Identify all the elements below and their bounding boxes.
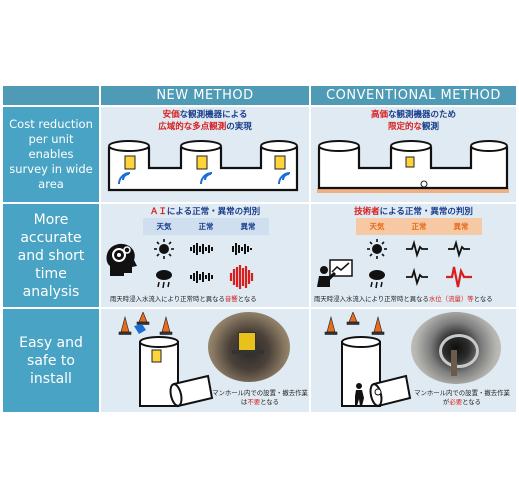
manhole-network-new	[107, 140, 299, 192]
analysis-new-ai: ＡＩ	[149, 207, 167, 217]
analysis-conv-table: 天気 正常 異常	[356, 218, 482, 235]
analysis-new-note-acoustic: 音響	[224, 295, 238, 303]
row-label-install: Easy and safe to install	[3, 309, 99, 412]
rain-icon	[156, 270, 172, 289]
sensor-icon	[405, 156, 428, 188]
col-abnormal-conv: 異常	[440, 218, 482, 235]
install-conv-note-line2-a: が	[442, 398, 450, 406]
col-weather-conv: 天気	[356, 218, 398, 235]
col-normal-new: 正常	[185, 218, 227, 235]
install-new-illustration	[118, 312, 214, 408]
analysis-conv-title-rest: による正常・異常の判別	[379, 207, 473, 217]
row-label-cost: Cost reduction per unit enables survey i…	[3, 107, 99, 202]
waveform-icon	[190, 243, 252, 283]
cost-conv-line1-rest: な観測機器のため	[388, 110, 457, 120]
cost-conv-line2-rest: 観測	[422, 122, 440, 132]
ai-head-icon	[106, 243, 137, 276]
cost-new-line2-rest: の実現	[226, 122, 252, 132]
sensor-icon	[124, 155, 286, 170]
manhole-network-conv	[317, 140, 509, 193]
analysis-new-grid-icons	[154, 239, 254, 289]
analysis-conv-note: 雨天時浸入水流入により正常時と異なる水位（流量）等となる	[314, 294, 493, 303]
header-new-method: NEW METHOD	[101, 86, 309, 105]
cost-conv-limited: 限定的な	[387, 122, 422, 132]
analysis-conv-note-a: 雨天時浸入水流入により正常時と異なる	[314, 295, 429, 303]
analysis-new-table: 天気 正常 異常	[143, 218, 269, 235]
worker-icon	[355, 383, 364, 406]
install-new-photo	[208, 312, 290, 382]
analysis-conv-engineer: 技術者	[354, 207, 380, 217]
install-conv-note-necessary: 必要	[449, 398, 463, 406]
cone-icon	[118, 312, 173, 335]
cost-new-line1-rest: な観測機器による	[179, 110, 248, 120]
analysis-conv-title: 技術者による正常・異常の判別	[311, 205, 516, 217]
pipe-icon	[169, 374, 214, 408]
install-conv-illustration	[324, 312, 412, 408]
row-label-analysis-text: More accurate and short time analysis	[17, 211, 85, 300]
sun-icon	[154, 239, 174, 259]
install-conv-note: マンホール内での設置・撤去作業 が必要となる	[412, 388, 512, 406]
analysis-new-title-rest: による正常・異常の判別	[166, 207, 261, 217]
analysis-conv-note-level: 水位（流量）等	[428, 295, 474, 303]
analysis-conv-grid-icons	[367, 239, 472, 289]
waveform-icon	[406, 239, 470, 287]
header-corner	[3, 86, 99, 105]
col-abnormal-new: 異常	[227, 218, 269, 235]
cost-conv-caption-2: 限定的な観測	[311, 120, 516, 132]
cost-new-multipoint: 広域的な多点観測	[158, 122, 227, 132]
analysis-new-title: ＡＩによる正常・異常の判別	[101, 205, 309, 217]
cost-new-caption-2: 広域的な多点観測の実現	[101, 120, 309, 132]
engineer-icon	[317, 259, 353, 287]
install-new-note-line2-a: は	[240, 398, 248, 406]
analysis-new-note-c: となる	[237, 295, 257, 303]
analysis-new-note: 雨天時浸入水流入により正常時と異なる音響となる	[110, 294, 257, 303]
cone-icon	[324, 312, 385, 335]
install-conv-photo	[411, 312, 501, 384]
sun-icon	[367, 239, 387, 259]
header-conventional-method: CONVENTIONAL METHOD	[311, 86, 516, 105]
row-label-install-text: Easy and safe to install	[19, 334, 83, 387]
install-conv-note-line1: マンホール内での設置・撤去作業	[414, 389, 510, 397]
install-new-note-line2-c: となる	[260, 398, 280, 406]
wifi-icon	[118, 172, 291, 185]
cost-conv-caption-1: 高価な観測機器のため	[311, 108, 516, 120]
cost-conv-expensive: 高価	[370, 110, 388, 120]
install-new-note: マンホール内での設置・撤去作業 は不要となる	[210, 388, 310, 406]
rain-icon	[369, 270, 385, 289]
cost-new-caption-1: 安価な観測機器による	[101, 108, 309, 120]
install-new-note-unnecessary: 不要	[247, 398, 261, 406]
install-conv-note-line2-c: となる	[462, 398, 482, 406]
row-label-analysis: More accurate and short time analysis	[3, 204, 99, 307]
cost-new-cheap: 安価	[162, 110, 180, 120]
analysis-new-note-a: 雨天時浸入水流入により正常時と異なる	[110, 295, 225, 303]
col-weather-new: 天気	[143, 218, 185, 235]
install-new-note-line1: マンホール内での設置・撤去作業	[212, 389, 308, 397]
row-label-cost-text: Cost reduction per unit enables survey i…	[9, 117, 93, 191]
col-normal-conv: 正常	[398, 218, 440, 235]
analysis-conv-note-c: となる	[473, 295, 493, 303]
